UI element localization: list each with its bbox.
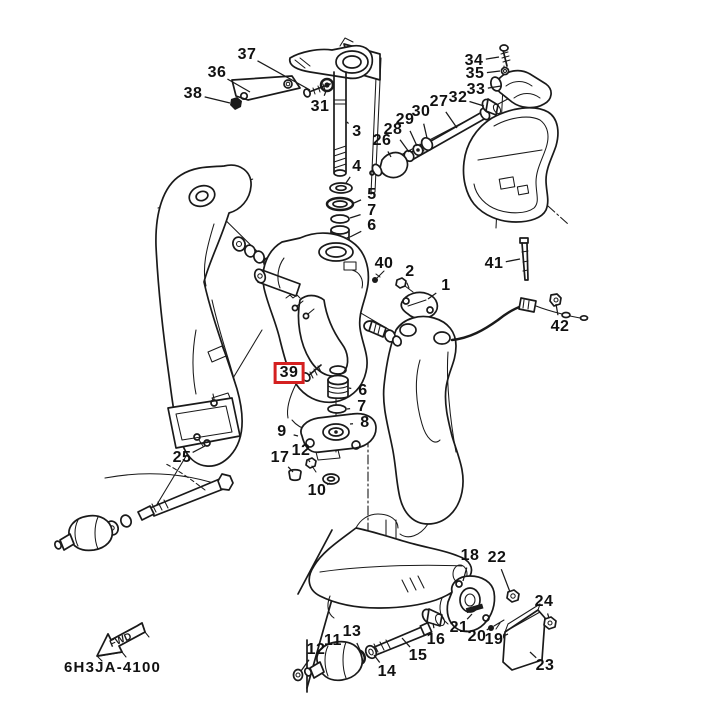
part-label-19[interactable]: 19: [484, 631, 504, 648]
leader-line-25: [192, 445, 206, 454]
part-label-32[interactable]: 32: [448, 89, 468, 106]
leader-line-7a: [349, 214, 361, 219]
part-label-30[interactable]: 30: [411, 103, 431, 120]
leader-line-33: [487, 85, 502, 89]
leader-line-35: [486, 70, 501, 74]
part-label-7a[interactable]: 7: [367, 202, 377, 219]
leader-line-42: [555, 303, 559, 316]
leader-line-17: [287, 466, 294, 473]
leader-line-4: [345, 176, 351, 184]
leader-line-1: [427, 292, 437, 300]
part-label-12a[interactable]: 12: [291, 442, 311, 459]
part-label-31[interactable]: 31: [310, 98, 330, 115]
part-label-22[interactable]: 22: [487, 549, 507, 566]
leader-line-29: [409, 130, 418, 147]
leader-line-23: [529, 651, 537, 659]
leader-line-30: [423, 123, 428, 139]
leader-line-20: [486, 626, 492, 631]
leader-line-24: [546, 613, 550, 619]
leader-line-34: [485, 56, 500, 60]
leader-line-18: [462, 567, 468, 582]
part-label-42[interactable]: 42: [550, 318, 570, 335]
part-label-16[interactable]: 16: [426, 631, 446, 648]
part-label-1[interactable]: 1: [441, 277, 451, 294]
leader-line-19: [504, 633, 509, 636]
leader-line-38: [204, 96, 231, 104]
part-label-2[interactable]: 2: [405, 263, 415, 280]
part-label-38[interactable]: 38: [183, 85, 203, 102]
part-label-13[interactable]: 13: [342, 623, 362, 640]
bottom-cowling-drawing: [462, 44, 569, 225]
leader-line-5: [353, 199, 362, 204]
leader-line-26: [387, 151, 392, 158]
anode-plate-drawing: [502, 603, 557, 671]
part-label-29[interactable]: 29: [395, 111, 415, 128]
leader-line-14: [373, 654, 381, 663]
part-label-12b[interactable]: 12: [306, 641, 326, 658]
part-label-17[interactable]: 17: [270, 449, 290, 466]
part-label-8[interactable]: 8: [360, 414, 370, 431]
part-label-9[interactable]: 9: [277, 423, 287, 440]
part-label-23[interactable]: 23: [535, 657, 555, 674]
part-label-14[interactable]: 14: [377, 663, 397, 680]
leader-line-16: [432, 622, 435, 629]
tilt-rod-drawing: [369, 98, 502, 179]
part-label-34[interactable]: 34: [464, 52, 484, 69]
part-label-5[interactable]: 5: [367, 186, 377, 203]
part-label-26[interactable]: 26: [372, 132, 392, 149]
leader-line-13: [356, 642, 361, 651]
diagram-code: 6H3JA-4100: [64, 659, 162, 676]
leader-line-10: [326, 482, 331, 486]
leader-line-21: [466, 613, 473, 620]
part-label-24[interactable]: 24: [534, 593, 554, 610]
part-label-36[interactable]: 36: [207, 64, 227, 81]
part-label-40[interactable]: 40: [374, 255, 394, 272]
leader-line-28: [399, 139, 410, 153]
pin-41-drawing: [519, 237, 529, 281]
part-label-20[interactable]: 20: [467, 628, 487, 645]
part-label-37[interactable]: 37: [237, 46, 257, 63]
upper-mount-rod-drawing: [53, 463, 234, 552]
leader-line-32: [469, 100, 485, 107]
upper-fasteners-drawing: [372, 270, 439, 320]
part-label-33[interactable]: 33: [466, 81, 486, 98]
leader-line-12b: [300, 659, 310, 672]
leader-line-37: [257, 60, 311, 91]
leader-line-9: [293, 434, 299, 437]
leader-line-12a: [308, 459, 311, 463]
part-label-41[interactable]: 41: [484, 255, 504, 272]
part-label-6a[interactable]: 6: [367, 217, 377, 234]
leader-line-41: [505, 258, 521, 263]
leader-line-36: [227, 78, 251, 93]
stern-bracket-drawing: [363, 293, 589, 538]
part-label-21[interactable]: 21: [449, 619, 469, 636]
plate-25-drawing: [167, 393, 241, 449]
part-label-28[interactable]: 28: [383, 121, 403, 138]
leader-line-15: [401, 637, 411, 648]
part-label-25[interactable]: 25: [172, 449, 192, 466]
part-label-39[interactable]: 39: [273, 362, 305, 384]
part-label-6b[interactable]: 6: [358, 382, 368, 399]
leader-line-27: [445, 111, 458, 129]
part-label-10[interactable]: 10: [307, 482, 327, 499]
part-label-7b[interactable]: 7: [357, 398, 367, 415]
part-label-27[interactable]: 27: [429, 93, 449, 110]
part-label-35[interactable]: 35: [465, 65, 485, 82]
part-label-3[interactable]: 3: [352, 123, 362, 140]
steering-arm-drawing: [230, 37, 381, 110]
lower-unit-drawing: [308, 513, 473, 619]
leader-line-31: [323, 90, 327, 96]
leader-line-6a: [349, 230, 362, 238]
part-label-15[interactable]: 15: [408, 647, 428, 664]
mount-bracket-18-drawing: [292, 575, 522, 682]
part-label-18[interactable]: 18: [460, 547, 480, 564]
swivel-bracket-drawing: [253, 232, 370, 433]
leader-line-22: [500, 568, 511, 593]
part-label-4[interactable]: 4: [352, 158, 362, 175]
leader-line-3: [346, 121, 349, 124]
lower-mount-drawing: [288, 374, 377, 485]
part-label-11[interactable]: 11: [324, 632, 342, 649]
